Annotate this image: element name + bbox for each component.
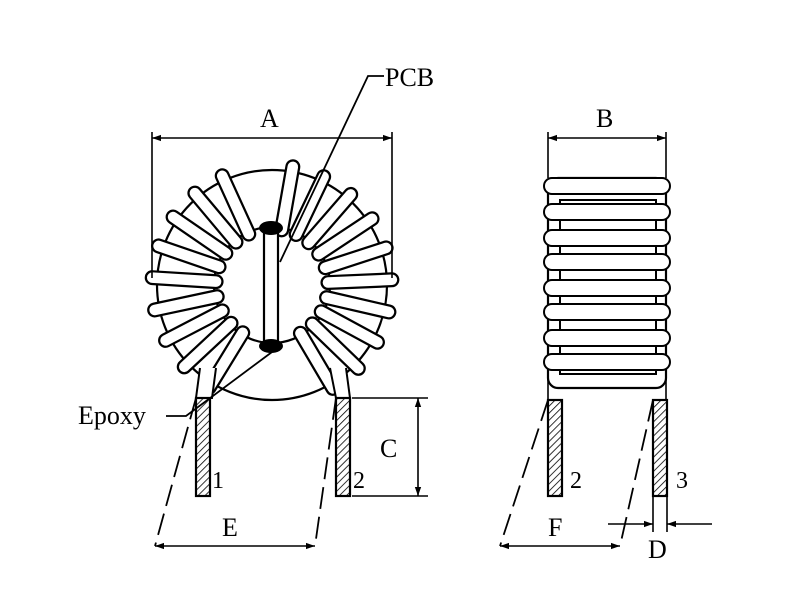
winding-turn-fill: [303, 189, 356, 248]
dim-e-label: E: [222, 513, 238, 542]
lead-transition-left: [194, 367, 217, 399]
dim-d-label: D: [648, 535, 667, 564]
winding-turn-fill: [315, 306, 383, 348]
epoxy-dot-bottom: [259, 339, 283, 353]
winding-turn-fill: [290, 171, 329, 240]
side-pin-2-label: 2: [570, 468, 582, 494]
pin-1-label: 1: [212, 468, 224, 494]
winding-turn-fill: [322, 274, 398, 288]
epoxy-label: Epoxy: [78, 401, 146, 430]
side-winding-band: [543, 279, 671, 297]
side-winding-bands: [543, 177, 671, 371]
pin-2-label: 2: [353, 468, 365, 494]
pin-1-lead: [194, 396, 212, 498]
epoxy-leader-line: [166, 351, 273, 417]
side-winding-band: [543, 353, 671, 371]
dim-e-ext-right: [314, 397, 337, 547]
side-view: 2 3 B F D: [499, 104, 712, 564]
winding-turn-fill: [313, 213, 378, 260]
winding-turn-fill: [189, 187, 242, 248]
winding-turn-fill: [178, 317, 237, 373]
side-winding-band: [543, 177, 671, 195]
pcb-leader-line: [279, 75, 384, 263]
side-winding-band: [543, 203, 671, 221]
winding-turn-fill: [276, 161, 299, 236]
toroid-windings: [144, 159, 400, 396]
side-winding-band: [543, 303, 671, 321]
front-view: 1 2 A PCB Epoxy C E: [78, 63, 434, 550]
side-winding-band: [543, 253, 671, 271]
winding-turn-fill: [149, 291, 223, 316]
dim-f-label: F: [548, 513, 562, 542]
dim-c-label: C: [380, 434, 397, 463]
side-pin-2-lead: [546, 398, 564, 498]
winding-turn-fill: [153, 240, 225, 273]
dim-e-ext-left: [154, 397, 197, 547]
side-pin-3-lead: [651, 398, 669, 498]
pcb-label: PCB: [385, 63, 434, 92]
winding-turn-fill: [307, 318, 364, 374]
winding-turn-fill: [146, 272, 222, 287]
winding-turn-fill: [160, 305, 228, 346]
side-winding-band: [543, 229, 671, 247]
dim-b-label: B: [596, 104, 613, 133]
winding-turn-fill: [321, 292, 395, 318]
winding-turn-fill: [295, 328, 339, 394]
dim-a-label: A: [260, 104, 279, 133]
epoxy-dot-top: [259, 221, 283, 235]
pin-2-lead: [334, 396, 352, 498]
side-winding-band: [543, 329, 671, 347]
dim-f-ext-left: [499, 399, 549, 547]
winding-turn-fill: [216, 170, 255, 240]
dim-f-ext-right: [619, 399, 654, 547]
side-pin-3-label: 3: [676, 468, 688, 494]
winding-turn-fill: [320, 242, 392, 273]
pcb-strip: [262, 226, 280, 346]
winding-turn-fill: [167, 211, 232, 259]
